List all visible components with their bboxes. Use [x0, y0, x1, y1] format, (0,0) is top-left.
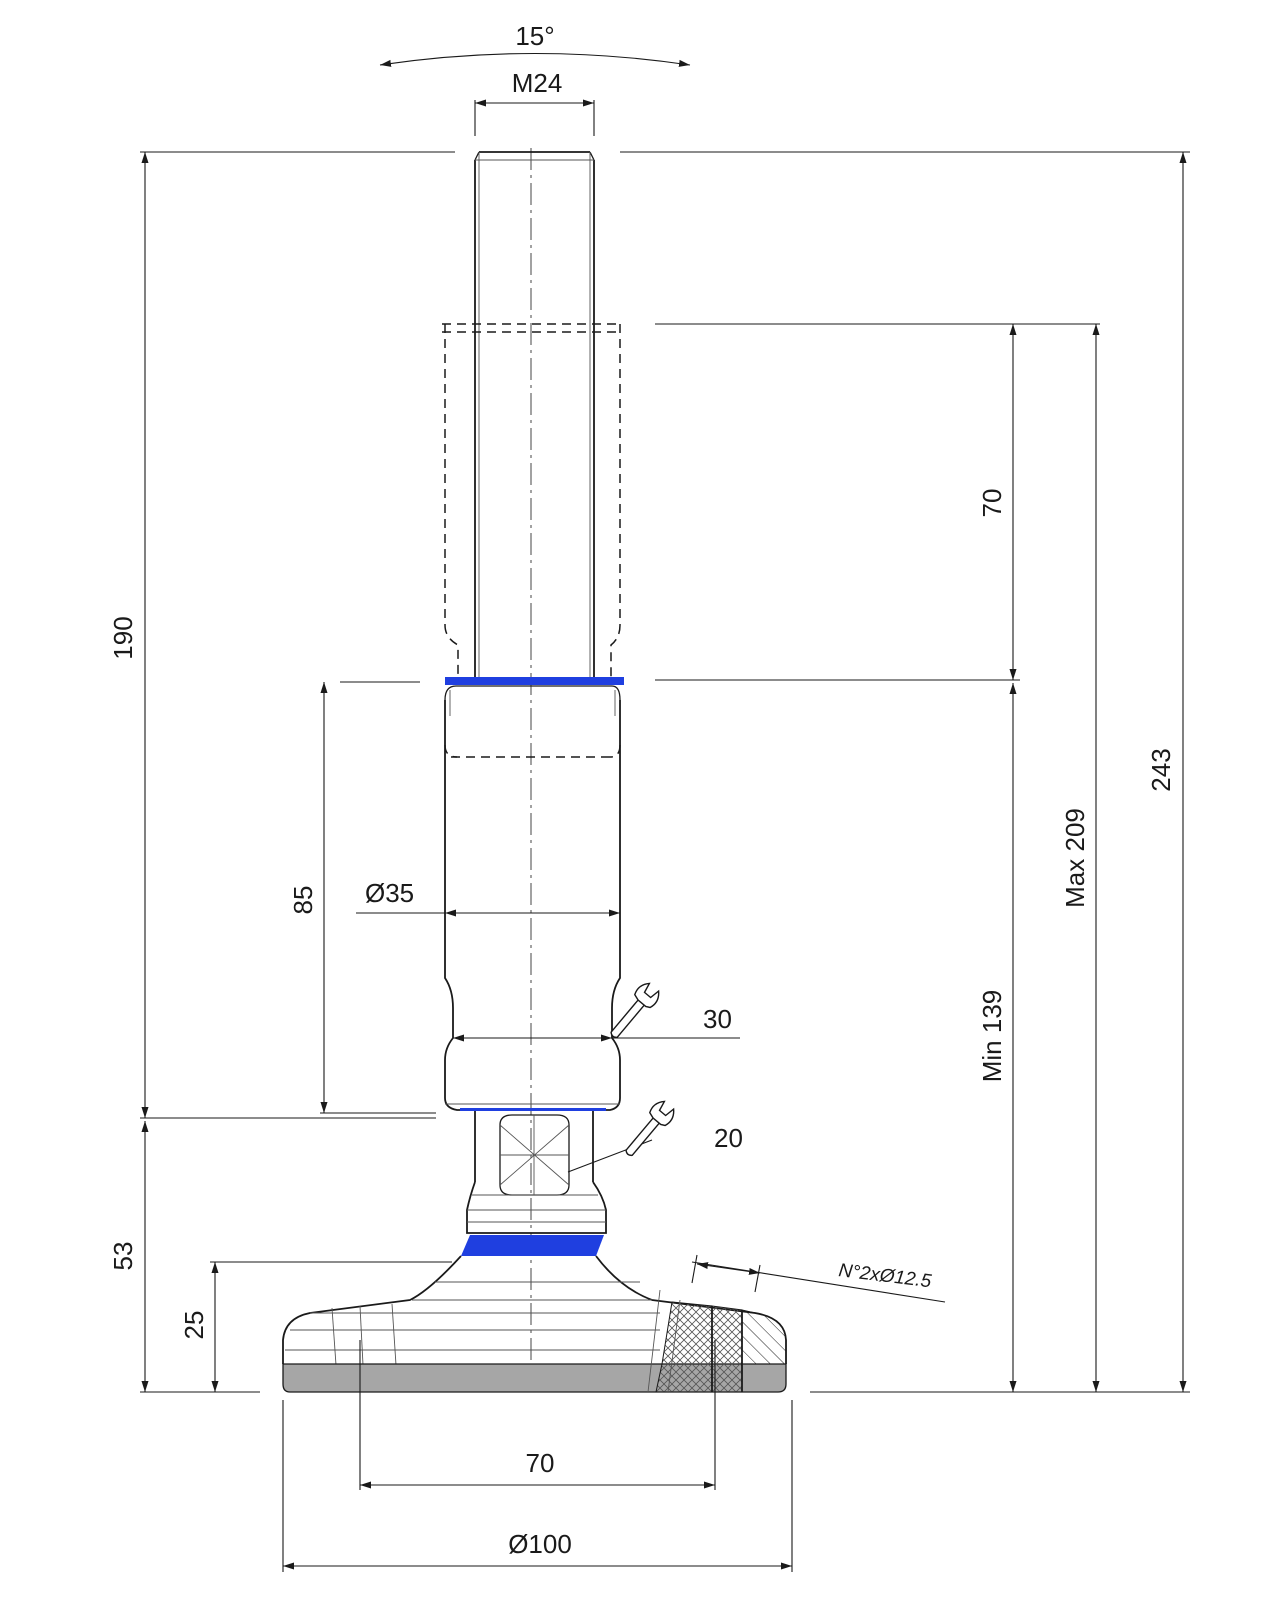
labels: 15° M24 190 70 243 Max 209 Min 139 85 Ø3… [108, 21, 1176, 1559]
length-85-label: 85 [288, 886, 318, 915]
wrench-20-label: 20 [714, 1123, 743, 1153]
wrench-icon [625, 1100, 675, 1157]
hex-neck [466, 1111, 607, 1234]
wrench-30-label: 30 [703, 1004, 732, 1034]
swivel-ring [461, 1235, 604, 1256]
thread-label: M24 [512, 68, 563, 98]
hole-spacing-label: 70 [526, 1448, 555, 1478]
tilt-angle-label: 15° [515, 21, 554, 51]
lock-ring [445, 677, 624, 685]
threaded-rod [474, 151, 595, 682]
height-min-label: Min 139 [977, 990, 1007, 1083]
dimensions [140, 52, 1190, 1572]
height-max-label: Max 209 [1060, 808, 1090, 908]
section-cut [647, 1289, 787, 1393]
wrench-icon [610, 982, 660, 1039]
height-70-label: 70 [977, 489, 1007, 518]
height-190-label: 190 [108, 616, 138, 659]
diameter-100-label: Ø100 [508, 1529, 572, 1559]
tilt-arc [379, 52, 691, 67]
height-243-label: 243 [1146, 748, 1176, 791]
diameter-35-label: Ø35 [365, 878, 414, 908]
leveling-foot-outline [282, 148, 787, 1393]
height-53-label: 53 [108, 1242, 138, 1271]
height-25-label: 25 [179, 1311, 209, 1340]
main-body [444, 685, 621, 1111]
